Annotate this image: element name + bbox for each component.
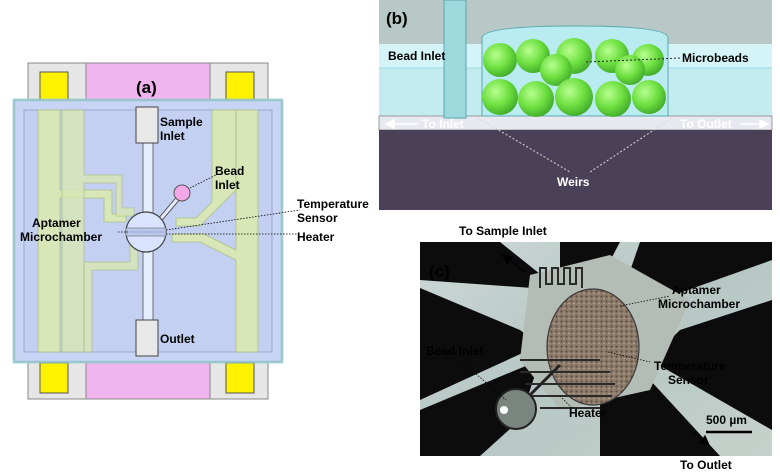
bead <box>483 43 517 77</box>
arrow-to-outlet-c <box>689 429 705 442</box>
label-aptamer-c-1: Aptamer <box>672 283 721 297</box>
bead-inlet-c <box>495 388 537 430</box>
label-sample-inlet-2: Inlet <box>160 129 185 143</box>
label-heater-c: Heater <box>569 406 607 420</box>
label-to-sample-inlet: To Sample Inlet <box>459 224 547 238</box>
label-aptamer-1: Aptamer <box>32 216 81 230</box>
sample-inlet-port <box>135 106 159 144</box>
top-serpentine <box>539 267 583 288</box>
label-microbeads: Microbeads <box>682 51 749 65</box>
bead <box>555 78 593 116</box>
label-weirs: Weirs <box>557 175 590 189</box>
label-aptamer-2: Microchamber <box>20 230 102 244</box>
bead <box>518 81 554 117</box>
pad-yellow-top-left <box>39 71 69 103</box>
panel-c: (c) To Sample Inlet Aptamer Microchamber… <box>420 224 772 472</box>
label-outlet: Outlet <box>160 332 195 346</box>
label-temperature-sensor-1: Temperature <box>297 197 369 211</box>
pad-yellow-top-right <box>225 71 255 103</box>
bead <box>632 80 666 114</box>
label-temperature-sensor-c-2: Sensor <box>668 373 709 387</box>
label-scale-bar: 500 µm <box>706 413 747 427</box>
label-heater-a: Heater <box>297 230 335 244</box>
label-to-inlet: To Inlet <box>422 117 464 131</box>
pdms-frame <box>12 98 284 364</box>
panel-b: (b) Bead Inlet Microbeads To Inlet To Ou… <box>378 0 773 210</box>
bead-inlet-port <box>173 184 191 202</box>
aptamer-chamber <box>546 288 640 406</box>
label-bead-inlet-c: Bead Inlet <box>426 344 483 358</box>
bead <box>540 54 572 86</box>
bead <box>595 81 631 117</box>
label-aptamer-c-2: Microchamber <box>658 297 740 311</box>
label-to-outlet-c: To Outlet <box>680 458 732 472</box>
bead <box>482 79 518 115</box>
arrow-to-sample-inlet <box>507 258 526 273</box>
label-bead-inlet-1: Bead <box>215 164 244 178</box>
panel-c-label: (c) <box>429 262 450 281</box>
electrode-traces <box>37 109 259 353</box>
bead-inlet-tube <box>443 0 467 119</box>
heater-lines <box>520 359 615 409</box>
bead <box>615 55 645 85</box>
pad-pink-top <box>85 62 211 106</box>
label-bead-inlet-2: Inlet <box>215 178 240 192</box>
panel-a-label: (a) <box>136 78 157 97</box>
label-temperature-sensor-2: Sensor <box>297 211 338 225</box>
panel-a: (a) Sample Inlet Bead Inlet Temperature … <box>12 62 369 400</box>
panel-b-label: (b) <box>386 9 408 28</box>
label-sample-inlet-1: Sample <box>160 115 203 129</box>
label-bead-inlet-b: Bead Inlet <box>388 49 445 63</box>
substrate <box>379 130 772 210</box>
pad-yellow-bottom-right <box>225 362 255 394</box>
label-temperature-sensor-c-1: Temperature <box>654 359 726 373</box>
label-to-outlet-b: To Outlet <box>680 117 732 131</box>
microbeads-group <box>482 38 666 117</box>
outlet-port <box>135 319 159 357</box>
dark-electrode-regions <box>420 242 772 456</box>
pad-yellow-bottom-left <box>39 362 69 394</box>
